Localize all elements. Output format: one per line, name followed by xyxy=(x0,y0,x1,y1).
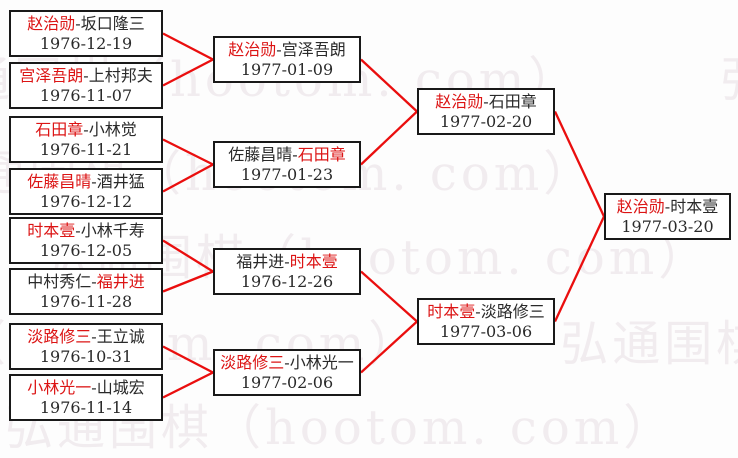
player-name: 时本壹 xyxy=(27,220,76,240)
match-date: 1977-02-20 xyxy=(439,111,533,131)
match-box-r2-m3: 福井进-时本壹 1976-12-26 xyxy=(213,248,361,295)
match-box-final: 赵治勋-时本壹 1977-03-20 xyxy=(604,193,731,240)
vs-dash: - xyxy=(75,13,81,33)
match-box-r2-m2: 佐藤昌晴-石田章 1977-01-23 xyxy=(213,141,361,188)
vs-dash: - xyxy=(664,196,671,216)
player-name: 小林光一 xyxy=(289,352,354,372)
player-name: 淡路修三 xyxy=(220,352,285,372)
player-name: 佐藤昌晴 xyxy=(228,144,293,164)
player-name: 王立诚 xyxy=(96,326,145,346)
vs-dash: - xyxy=(91,271,97,291)
vs-dash: - xyxy=(83,119,89,139)
match-date: 1977-02-06 xyxy=(240,372,334,392)
player-name: 石田章 xyxy=(297,144,346,164)
vs-dash: - xyxy=(284,352,290,372)
match-date: 1976-12-26 xyxy=(240,271,334,291)
match-box-sf-m2: 时本壹-淡路修三 1977-03-06 xyxy=(417,298,555,345)
player-name: 小林觉 xyxy=(88,119,137,139)
vs-dash: - xyxy=(75,220,81,240)
vs-dash: - xyxy=(83,65,89,85)
player-name: 淡路修三 xyxy=(480,301,545,321)
player-name: 宫泽吾朗 xyxy=(281,39,346,59)
vs-dash: - xyxy=(284,251,290,271)
match-box-r1-m7: 淡路修三-王立诚 1976-10-31 xyxy=(9,323,163,370)
match-box-r2-m4: 淡路修三-小林光一 1977-02-06 xyxy=(213,349,361,396)
vs-dash: - xyxy=(91,377,97,397)
match-box-sf-m1: 赵治勋-石田章 1977-02-20 xyxy=(417,88,555,135)
match-date: 1976-11-07 xyxy=(39,85,133,105)
player-name: 淡路修三 xyxy=(27,326,92,346)
match-box-r1-m6: 中村秀仁-福井进 1976-11-28 xyxy=(9,268,163,315)
match-date: 1977-01-23 xyxy=(240,164,334,184)
match-date: 1976-11-21 xyxy=(39,139,133,159)
player-name: 石田章 xyxy=(488,91,537,111)
match-box-r1-m2: 宫泽吾朗-上村邦夫 1976-11-07 xyxy=(9,62,163,109)
vs-dash: - xyxy=(91,326,97,346)
player-name: 上村邦夫 xyxy=(88,65,153,85)
vs-dash: - xyxy=(276,39,282,59)
player-name: 赵治勋 xyxy=(27,13,76,33)
vs-dash: - xyxy=(475,301,481,321)
match-date: 1976-11-14 xyxy=(39,397,133,417)
bracket-connectors xyxy=(162,32,606,399)
player-name: 中村秀仁 xyxy=(27,271,92,291)
player-name: 酒井猛 xyxy=(96,171,145,191)
match-box-r1-m3: 石田章-小林觉 1976-11-21 xyxy=(9,116,163,163)
player-name: 宫泽吾朗 xyxy=(19,65,84,85)
match-date: 1976-12-19 xyxy=(39,33,133,53)
player-name: 赵治勋 xyxy=(435,91,484,111)
player-name: 坂口隆三 xyxy=(80,13,145,33)
match-date: 1976-11-28 xyxy=(39,291,133,311)
vs-dash: - xyxy=(292,144,298,164)
match-date: 1977-01-09 xyxy=(240,59,334,79)
match-box-r1-m4: 佐藤昌晴-酒井猛 1976-12-12 xyxy=(9,168,163,215)
player-name: 小林千寿 xyxy=(80,220,145,240)
player-name: 赵治勋 xyxy=(616,196,665,216)
match-box-r2-m1: 赵治勋-宫泽吾朗 1977-01-09 xyxy=(213,36,361,83)
match-box-r1-m5: 时本壹-小林千寿 1976-12-05 xyxy=(9,217,163,264)
match-date: 1976-10-31 xyxy=(39,346,133,366)
player-name: 山城宏 xyxy=(96,377,145,397)
vs-dash: - xyxy=(483,91,489,111)
vs-dash: - xyxy=(91,171,97,191)
player-name: 福井进 xyxy=(96,271,145,291)
match-date: 1977-03-20 xyxy=(621,216,714,236)
player-name: 佐藤昌晴 xyxy=(27,171,92,191)
player-name: 小林光一 xyxy=(27,377,92,397)
player-name: 时本壹 xyxy=(427,301,476,321)
player-name: 时本壹 xyxy=(670,196,719,216)
player-name: 时本壹 xyxy=(289,251,338,271)
match-date: 1976-12-12 xyxy=(39,191,133,211)
match-date: 1976-12-05 xyxy=(39,240,133,260)
player-name: 石田章 xyxy=(35,119,84,139)
player-name: 赵治勋 xyxy=(228,39,277,59)
player-name: 福井进 xyxy=(236,251,285,271)
match-date: 1977-03-06 xyxy=(439,321,533,341)
match-box-r1-m1: 赵治勋-坂口隆三 1976-12-19 xyxy=(9,10,163,57)
match-box-r1-m8: 小林光一-山城宏 1976-11-14 xyxy=(9,374,163,421)
